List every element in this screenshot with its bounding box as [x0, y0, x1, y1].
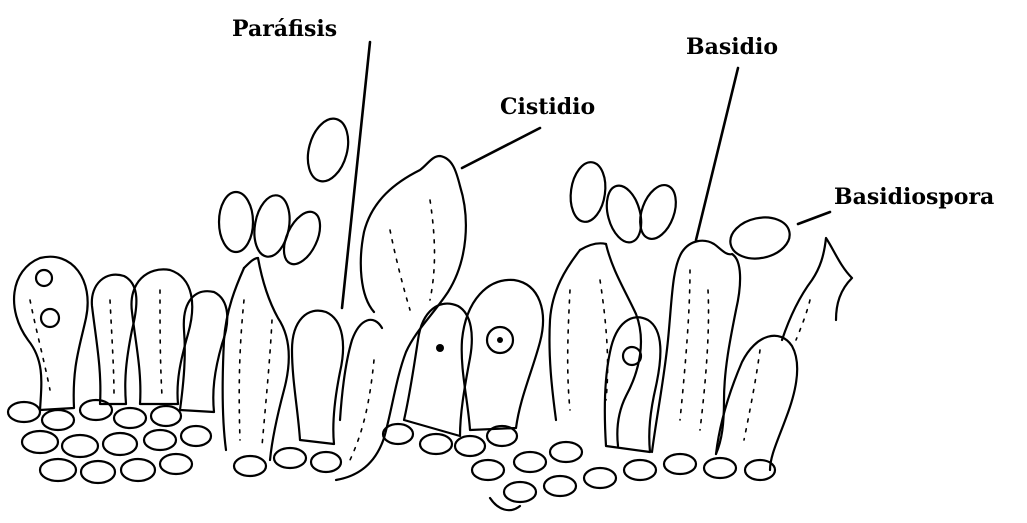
- paraphysis-tip: [782, 238, 852, 340]
- nucleolus: [436, 344, 444, 352]
- label-basidio: Basidio: [686, 34, 778, 60]
- label-basidiospora: Basidiospora: [834, 184, 994, 210]
- spore: [567, 160, 609, 224]
- leader-basidio: [696, 68, 738, 240]
- label-parafisis: Paráfisis: [232, 16, 337, 42]
- subhymenium: [8, 400, 775, 510]
- nucleus: [41, 309, 59, 327]
- spore: [219, 192, 253, 252]
- basidium-neck: [580, 243, 606, 250]
- paraphysis: [180, 291, 227, 412]
- paraphysis: [292, 311, 343, 444]
- nucleus: [623, 347, 641, 365]
- spore: [250, 193, 294, 260]
- spore: [301, 114, 354, 186]
- basidium-young: [462, 280, 543, 430]
- basidium-with-spores: [223, 258, 289, 460]
- nucleus: [36, 270, 52, 286]
- basidium-neck: [244, 258, 258, 268]
- leader-parafisis: [342, 42, 370, 308]
- spore: [633, 180, 682, 244]
- paraphysis: [404, 304, 472, 436]
- paraphysis: [340, 320, 382, 420]
- basidium-with-spores: [549, 244, 640, 446]
- label-cistidio: Cistidio: [500, 94, 595, 120]
- leader-cistidio: [462, 128, 540, 168]
- paraphysis: [92, 275, 137, 404]
- spore: [277, 206, 328, 269]
- leader-basidiospora: [798, 212, 830, 224]
- basidiospore: [726, 212, 793, 264]
- hymenium-illustration: [8, 114, 852, 510]
- basidium: [652, 241, 740, 454]
- nucleolus: [497, 337, 503, 343]
